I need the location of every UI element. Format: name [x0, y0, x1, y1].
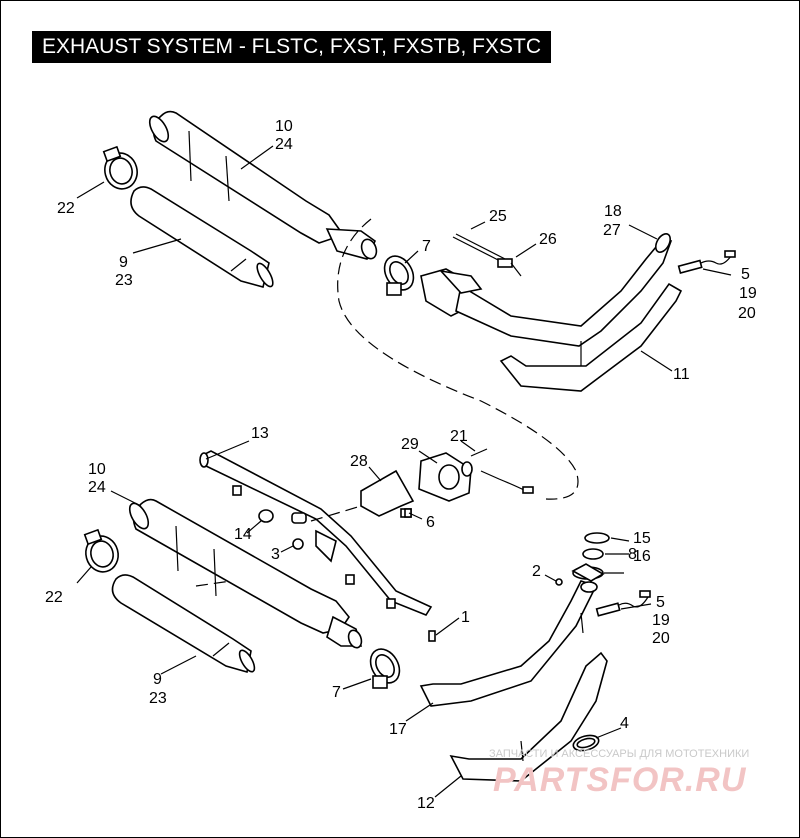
lower-muffler-bottom [128, 498, 363, 649]
clamp-top [102, 145, 138, 190]
callout-20-bottom: 20 [652, 630, 670, 647]
callout-17: 17 [389, 721, 407, 738]
callout-29: 29 [401, 436, 419, 453]
callout-14: 14 [234, 526, 252, 543]
clamp-bottom [83, 528, 119, 573]
callout-7-bottom: 7 [332, 684, 341, 701]
callout-13: 13 [251, 425, 269, 442]
callout-20-top: 20 [738, 305, 756, 322]
upper-muffler-top [148, 110, 378, 260]
bolt-6 [404, 508, 412, 518]
clamp-4 [572, 734, 600, 752]
oxygen-sensor-bottom [595, 590, 651, 617]
callout-21: 21 [450, 428, 468, 445]
sensor-bracket-top [452, 233, 522, 277]
fastener-2 [555, 578, 563, 586]
clamp-7-bottom [369, 648, 401, 689]
callout-8: 8 [628, 546, 637, 563]
callout-1: 1 [461, 609, 470, 626]
connection-dashline-rail [310, 505, 362, 522]
connection-dashline-top [337, 218, 579, 500]
callout-9-bottom: 9 [153, 671, 162, 688]
callout-4: 4 [620, 715, 629, 732]
callout-22-bottom: 22 [45, 589, 63, 606]
mounting-rail [199, 450, 433, 616]
clamp-7-top [383, 255, 415, 296]
leader-lines [76, 145, 732, 798]
tail-tip-top [130, 186, 274, 288]
callout-28: 28 [350, 453, 368, 470]
callout-16: 16 [633, 548, 651, 565]
rear-header-pipe [420, 233, 673, 347]
callout-10-bottom: 10 [88, 461, 106, 478]
watermark-tagline: ЗАПЧАСТИ И АКСЕССУАРЫ ДЛЯ МОТОТЕХНИКИ [489, 748, 749, 760]
callout-11: 11 [673, 366, 690, 383]
callout-6: 6 [426, 514, 435, 531]
front-header-pipe-bottom [449, 651, 608, 782]
callout-19-top: 19 [739, 285, 757, 302]
grommet-part [258, 509, 274, 523]
page-title: EXHAUST SYSTEM - FLSTC, FXST, FXSTB, FXS… [32, 31, 552, 63]
bolt-3 [292, 538, 304, 550]
callout-25: 25 [489, 208, 507, 225]
spacer-part [291, 512, 307, 524]
callout-9-top: 9 [119, 254, 128, 271]
callout-10-top: 10 [275, 118, 293, 135]
callout-3: 3 [271, 546, 280, 563]
rear-header-pipe-bottom [419, 580, 598, 707]
callout-15: 15 [633, 530, 651, 547]
seal-rings [571, 532, 610, 582]
callout-5-bottom: 5 [656, 594, 665, 611]
cable-screw [470, 448, 534, 494]
callout-23-top: 23 [115, 272, 133, 289]
oxygen-sensor-top [677, 250, 736, 274]
callout-7-top: 7 [422, 238, 431, 255]
callout-19-bottom: 19 [652, 612, 670, 629]
callout-23-bottom: 23 [149, 690, 167, 707]
callout-24-bottom: 24 [88, 479, 106, 496]
exhaust-valve-actuator [360, 452, 473, 518]
callout-labels: 10 24 22 9 23 7 25 26 18 27 5 19 20 11 1… [45, 118, 757, 812]
watermark-brand: PARTSFOR.RU [493, 761, 747, 799]
tail-tip-bottom [111, 574, 256, 674]
watermark: ЗАПЧАСТИ И АКСЕССУАРЫ ДЛЯ МОТОТЕХНИКИ PA… [489, 748, 749, 799]
callout-5-top: 5 [741, 266, 750, 283]
front-header-pipe-top [499, 282, 683, 392]
bolt-1 [428, 630, 436, 642]
callout-22-top: 22 [57, 200, 75, 217]
callout-12: 12 [417, 795, 435, 812]
callout-18: 18 [604, 203, 622, 220]
callout-2: 2 [532, 563, 541, 580]
callout-27: 27 [603, 222, 621, 239]
connection-dashline-bottom [195, 580, 232, 587]
callout-24-top: 24 [275, 136, 293, 153]
callout-26: 26 [539, 231, 557, 248]
